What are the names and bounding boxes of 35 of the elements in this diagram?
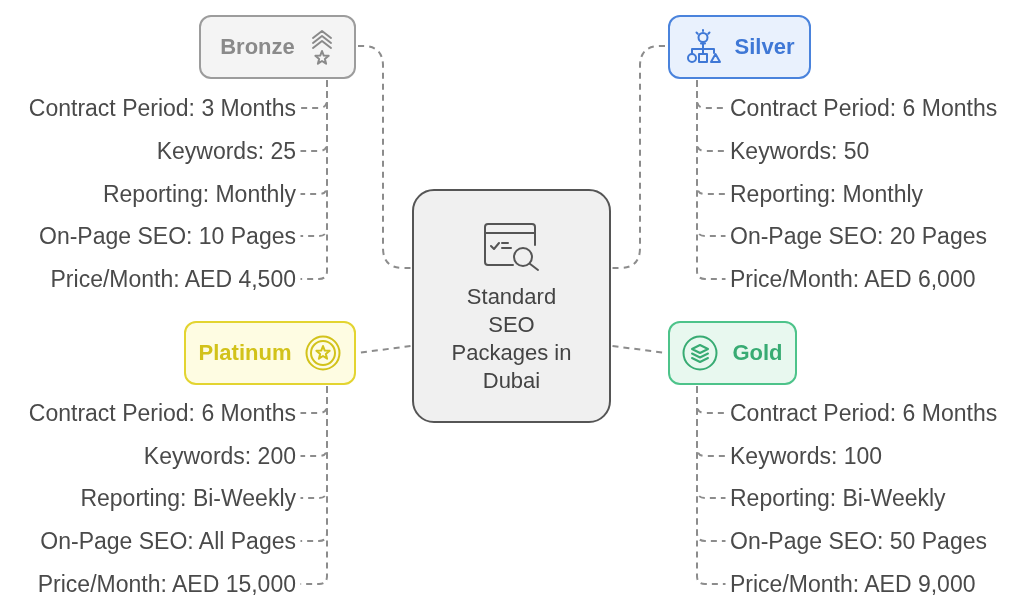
feature-text: Reporting: Monthly (727, 181, 927, 207)
feature-text: Price/Month: AED 6,000 (727, 266, 979, 292)
feature-text: Contract Period: 6 Months (727, 400, 1001, 426)
feature-text: Price/Month: AED 9,000 (727, 571, 979, 597)
connector-line (299, 79, 328, 280)
topic-box (412, 189, 611, 423)
package-name: Gold (732, 340, 783, 366)
feature-text: Keywords: 100 (727, 443, 886, 469)
connector-line (356, 45, 412, 269)
feature-text: Price/Month: AED 15,000 (34, 571, 299, 597)
feature-text: On-Page SEO: 10 Pages (36, 223, 299, 249)
feature-text: Reporting: Monthly (99, 181, 299, 207)
package-box (668, 321, 797, 385)
connector-line (611, 45, 668, 269)
feature-text: Contract Period: 6 Months (727, 95, 1001, 121)
feature-text: Keywords: 25 (153, 138, 299, 164)
feature-text: Contract Period: 3 Months (25, 95, 299, 121)
feature-text: Price/Month: AED 4,500 (47, 266, 299, 292)
package-name: Silver (734, 34, 795, 60)
feature-text: On-Page SEO: 20 Pages (727, 223, 990, 249)
feature-text: Contract Period: 6 Months (25, 400, 299, 426)
package-box (184, 321, 356, 385)
package-box (668, 15, 811, 79)
package-name: Platinum (198, 340, 292, 366)
package-box (199, 15, 356, 79)
feature-text: Reporting: Bi-Weekly (727, 485, 949, 511)
connector-line (696, 79, 727, 280)
package-name: Bronze (220, 34, 295, 60)
feature-text: Keywords: 50 (727, 138, 873, 164)
connector-line (696, 385, 727, 585)
feature-text: Reporting: Bi-Weekly (77, 485, 299, 511)
feature-text: Keywords: 200 (140, 443, 299, 469)
topic-title: Standard SEO Packages in Dubai (450, 283, 573, 395)
feature-text: On-Page SEO: 50 Pages (727, 528, 990, 554)
feature-text: On-Page SEO: All Pages (37, 528, 299, 554)
